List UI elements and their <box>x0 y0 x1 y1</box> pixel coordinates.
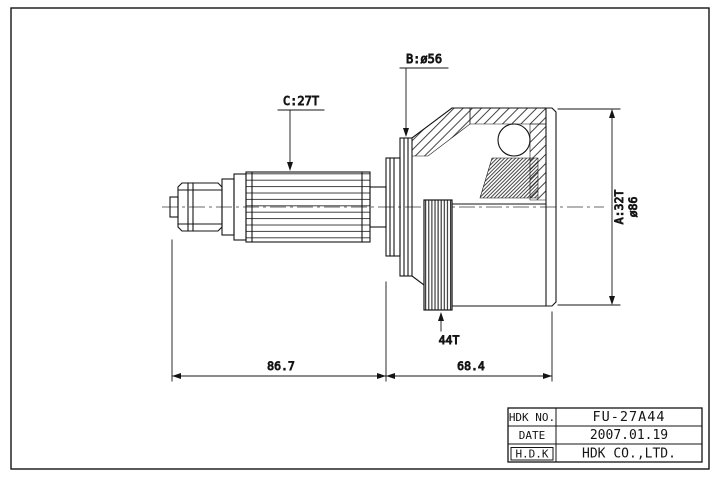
section-hatching <box>411 107 547 201</box>
leader-c-spline <box>277 109 325 171</box>
hdk-logo-box <box>510 447 554 461</box>
arrowhead <box>609 296 615 305</box>
arrowhead <box>438 312 444 321</box>
arrowhead <box>172 373 181 379</box>
titleblock-date-label: DATE <box>519 429 546 442</box>
titleblock-company-label: H.D.K <box>515 448 548 461</box>
titleblock-date-value: 2007.01.19 <box>590 428 668 443</box>
dim-left-value: 86.7 <box>267 359 295 373</box>
boot-groove-section <box>369 137 413 277</box>
label-c-spline: C:27T <box>283 94 319 108</box>
part-geometry <box>169 107 557 311</box>
arrowhead <box>287 162 293 171</box>
arrowhead <box>543 373 552 379</box>
border-frame <box>10 7 710 470</box>
dimensions: C:27T B:ø56 44T A:32T ø86 <box>171 52 640 382</box>
stub-shaft <box>169 182 223 232</box>
arrowhead <box>377 373 386 379</box>
arrowhead <box>386 373 395 379</box>
arrowhead <box>609 109 615 118</box>
label-a-spline: A:32T <box>612 190 626 225</box>
titleblock-company-value: HDK CO.,LTD. <box>582 447 676 462</box>
spline-shaft <box>245 171 371 243</box>
label-outer-dia: ø86 <box>626 197 640 218</box>
arrowhead <box>403 128 409 137</box>
dim-right-value: 68.4 <box>457 359 485 373</box>
inner-race-section <box>479 157 539 199</box>
leader-b-dia <box>399 67 449 137</box>
ball-bearing <box>497 123 531 157</box>
dim-lengths <box>171 239 553 382</box>
abs-tone-ring <box>423 199 453 311</box>
title-block: HDK NO. FU-27A44 DATE 2007.01.19 H.D.K H… <box>507 407 703 463</box>
label-ring-teeth: 44T <box>439 333 460 347</box>
leader-ring-teeth <box>438 312 444 332</box>
titleblock-hdkno-label: HDK NO. <box>509 411 555 424</box>
dim-a-vertical <box>557 108 621 306</box>
label-b-dia: B:ø56 <box>406 52 442 66</box>
titleblock-hdkno-value: FU-27A44 <box>592 409 665 425</box>
